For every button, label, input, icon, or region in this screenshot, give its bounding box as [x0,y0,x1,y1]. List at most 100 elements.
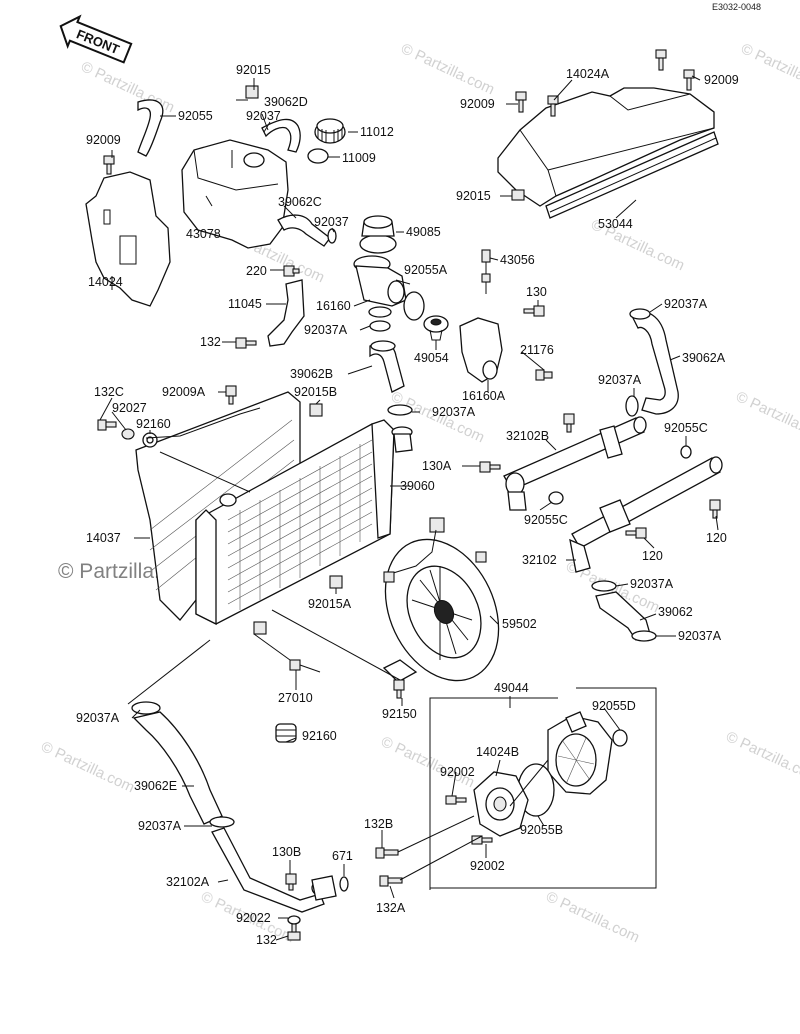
hose-end [370,340,396,352]
label-92015A: 92015A [308,597,352,611]
clamp-92037A [369,320,391,332]
label-130: 130 [526,285,547,299]
cap-49085 [359,215,397,254]
clamp-92037A [629,308,651,320]
bolt-32102B [563,413,575,433]
reservoir-neck [243,152,265,168]
label-92015B: 92015B [294,385,337,399]
label-130A: 130A [422,459,452,473]
label-14024A: 14024A [566,67,610,81]
label-11045: 11045 [228,297,262,311]
label-130B: 130B [272,845,301,859]
label-92055C: 92055C [524,513,568,527]
reservoir-edge [193,149,279,191]
label-32102: 32102 [522,553,557,567]
label-92009: 92009 [86,133,121,147]
bolt-220 [283,265,300,277]
label-92055B: 92055B [520,823,563,837]
oring-92055C [680,445,692,459]
collar-92027 [121,428,135,440]
watermark: © Partzilla.com [398,40,497,98]
label-92037A: 92037A [138,819,182,833]
label-92055: 92055 [178,109,213,123]
label-92009: 92009 [460,97,495,111]
filler-neck-16160 [353,255,407,318]
radiator-39060 [195,419,413,626]
label-43078: 43078 [186,227,221,241]
watermark: © Partzilla.com [738,40,800,98]
pump-body-49044 [547,711,613,795]
label-92002: 92002 [440,765,475,779]
label-92037: 92037 [246,109,281,123]
hose-39062D [261,118,301,153]
bolt-92002 [445,795,467,805]
cover-slot [119,235,137,265]
pump-assembly-frame [429,687,657,890]
label-39062D: 39062D [264,95,308,109]
diagram-code: E3032-0048 [712,2,761,12]
clip-92015-top [245,85,259,99]
label-92002: 92002 [470,859,505,873]
label-92037A: 92037A [630,577,674,591]
bolt-fan [383,571,395,583]
shroud-mesh [149,419,295,591]
oring-92055C [548,491,564,505]
label-671: 671 [332,849,353,863]
bolt-92150 [393,679,405,699]
label-49085: 49085 [406,225,441,239]
oring-92055A [403,291,425,321]
label-92027: 92027 [112,401,147,415]
washer-92022 [287,915,301,925]
sensor-21176 [535,369,553,381]
label-92022: 92022 [236,911,271,925]
bolt-fan [475,551,487,563]
label-92055A: 92055A [404,263,448,277]
bolt-132B [375,847,399,859]
label-49054: 49054 [414,351,449,365]
label-39062C: 39062C [278,195,322,209]
bolt-132C [97,419,117,431]
bolt-132A [379,875,403,887]
bolt-92009 [683,69,695,91]
label-16160A: 16160A [462,389,506,403]
label-39062A: 39062A [682,351,726,365]
bolt-132 [287,923,301,941]
label-92015: 92015 [456,189,491,203]
label-11009: 11009 [342,151,376,165]
reservoir-43078 [181,139,289,249]
bolt-92002 [471,835,493,845]
bolt-130 [523,305,545,317]
shroud-14024A [497,87,715,207]
clamp-92037A [625,395,639,417]
label-132A: 132A [376,901,406,915]
label-14037: 14037 [86,531,121,545]
label-92009A: 92009A [162,385,206,399]
label-43056: 43056 [500,253,535,267]
label-39060: 39060 [400,479,435,493]
label-132: 132 [256,933,277,947]
clamp-92037A [209,816,235,828]
label-92037A: 92037A [678,629,722,643]
label-14024: 14024 [88,275,123,289]
bolt-132 [235,337,257,349]
clip-92015B [309,403,323,417]
label-59502: 59502 [502,617,537,631]
watermark: © Partzilla.com [723,728,800,786]
label-39062: 39062 [658,605,693,619]
fan-59502 [382,517,500,683]
hose-39062A [631,311,679,415]
bracket-11045 [267,279,305,347]
label-92015: 92015 [236,63,271,77]
pipe-32102 [569,456,723,573]
label-16160: 16160 [316,299,351,313]
hose-92055 [137,99,164,157]
label-92037A: 92037A [304,323,348,337]
switch-27010 [289,659,321,673]
bolt-120 [625,527,647,539]
bolt-92009 [655,49,667,71]
clamp-92037A [591,580,617,592]
label-92055C: 92055C [664,421,708,435]
clamp-92037 [327,228,337,244]
label-92037: 92037 [314,215,349,229]
